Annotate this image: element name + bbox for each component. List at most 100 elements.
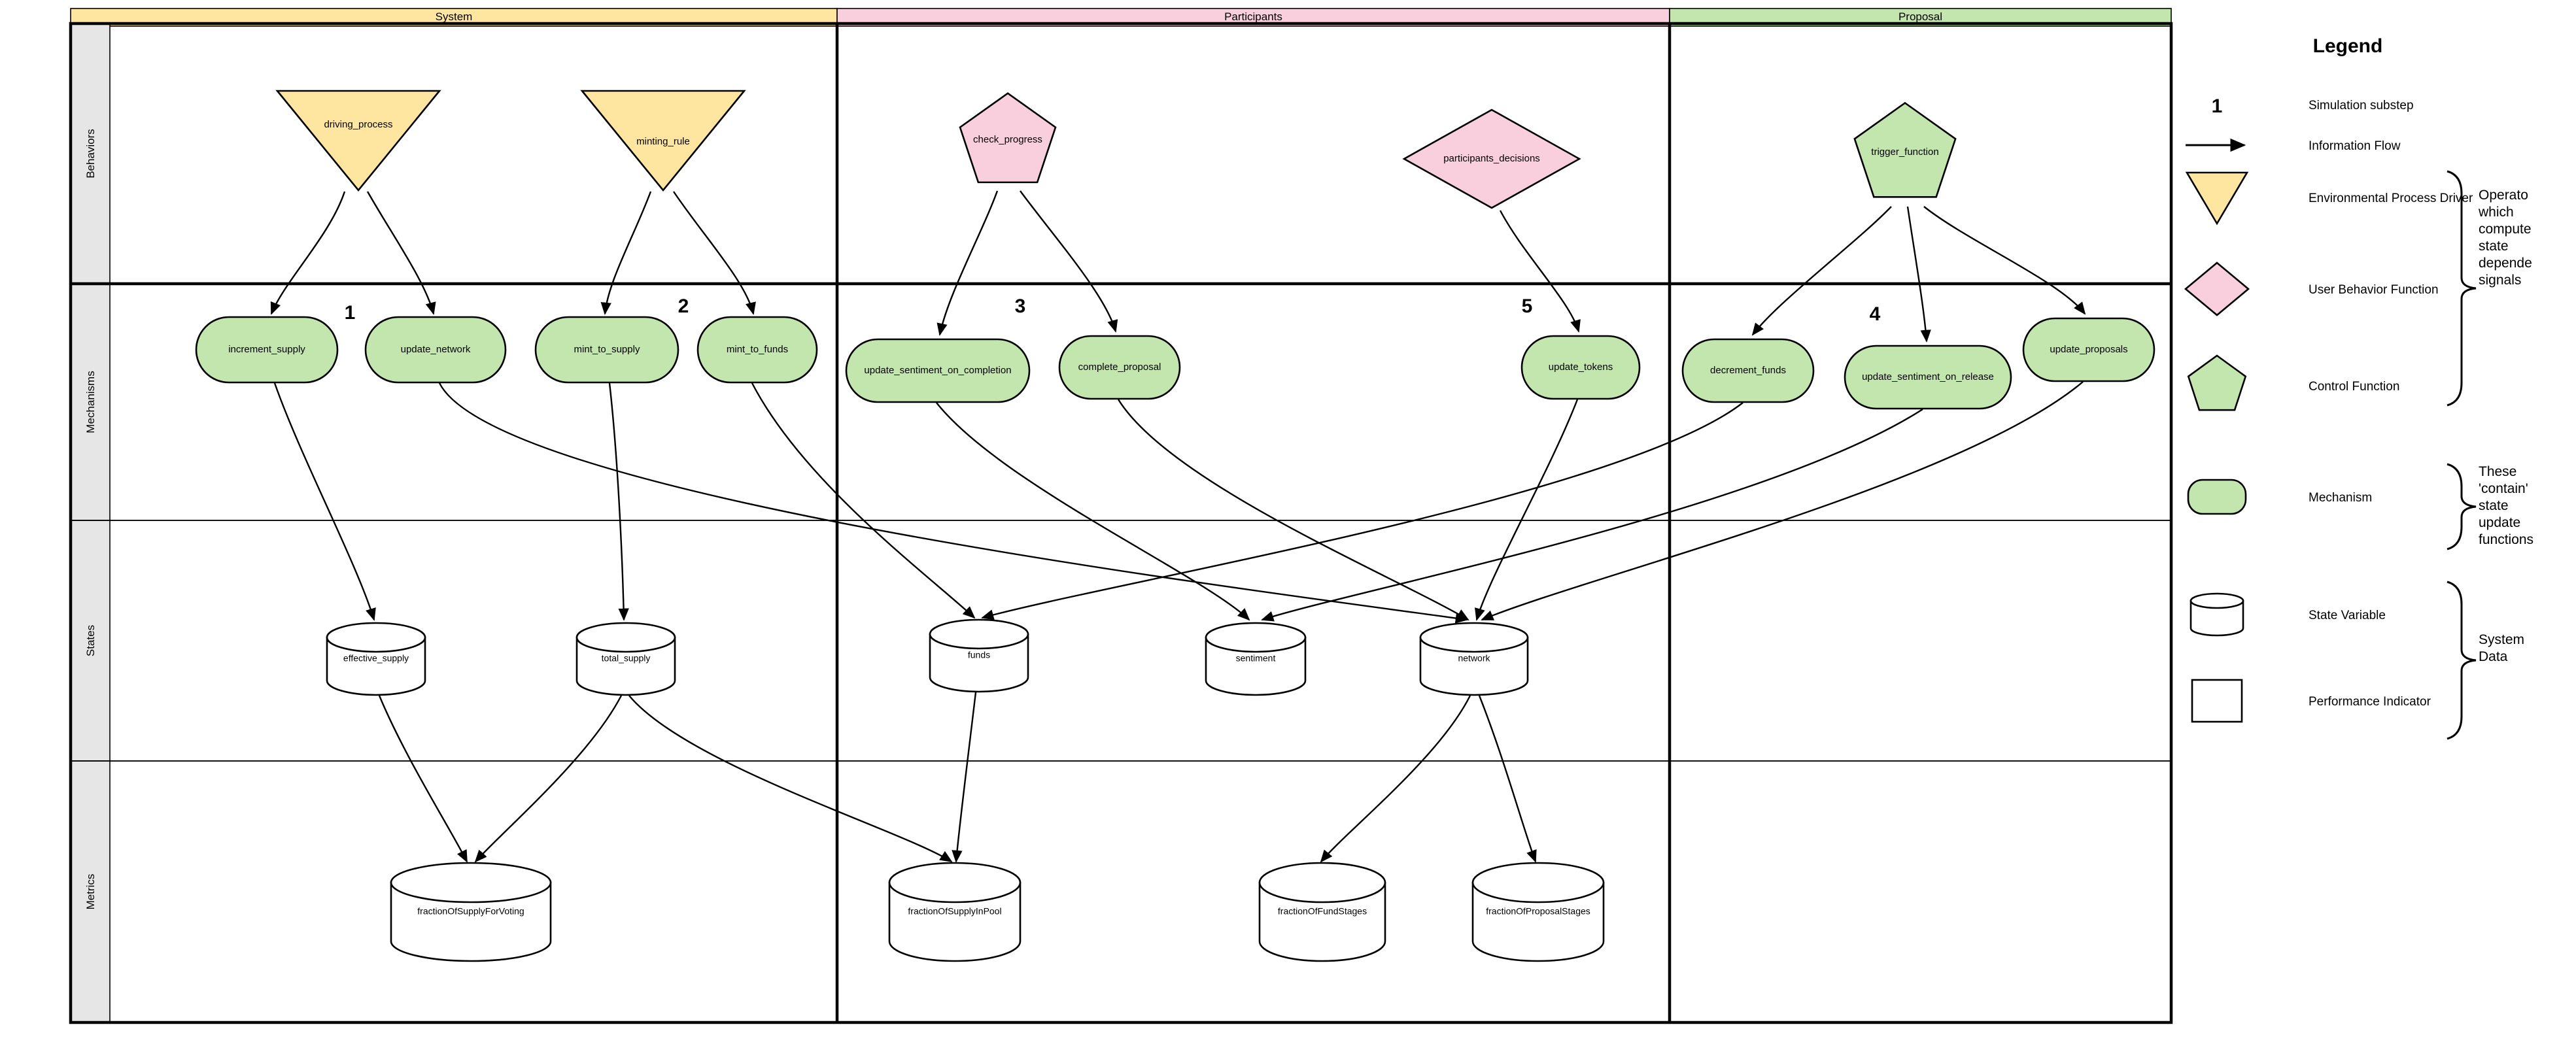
node-label: total_supply xyxy=(602,653,651,664)
cylinder-body xyxy=(1205,636,1307,696)
legend-item-label: Mechanism xyxy=(2309,491,2372,505)
cylinder-icon-body xyxy=(2190,599,2244,637)
mechanism-shape xyxy=(195,316,339,384)
row-label: Mechanisms xyxy=(84,371,97,433)
legend-item-env-driver: Environmental Process Driver xyxy=(2185,171,2473,226)
edge-participants_decisions-to-update_tokens xyxy=(1499,210,1581,333)
edge-total_supply-to-fractionOfSupplyForVoting xyxy=(474,695,623,863)
node-label: fractionOfProposalStages xyxy=(1486,906,1590,917)
mechanism-node-update_tokens[interactable]: update_tokens xyxy=(1520,335,1641,400)
legend-item-user-behavior: User Behavior Function xyxy=(2184,262,2439,316)
edge-total_supply-to-fractionOfSupplyInPool xyxy=(628,695,953,863)
legend-item-arrow: Information Flow xyxy=(2186,138,2401,153)
rect-icon xyxy=(2191,679,2243,723)
cylinder-icon-top xyxy=(2190,592,2244,609)
edge-driving_process-to-increment_supply xyxy=(270,191,346,315)
mechanism-shape xyxy=(1058,335,1181,400)
brace-label-line: depende xyxy=(2479,256,2532,271)
state-node-total_supply[interactable]: total_supply xyxy=(575,622,676,696)
cylinder-top xyxy=(1205,622,1307,653)
cylinder-body xyxy=(326,636,426,696)
mechanism-node-update_proposals[interactable]: update_proposals xyxy=(2022,317,2155,382)
behavior-node-check_progress[interactable]: check_progress xyxy=(959,92,1057,184)
triangle-down-shape xyxy=(275,90,441,192)
cylinder-body xyxy=(390,881,552,962)
legend-item-mechanism: Mechanism xyxy=(2187,479,2372,515)
diagram-frame xyxy=(69,22,2173,1024)
edge-layer xyxy=(270,190,2086,863)
behavior-node-minting_rule[interactable]: minting_rule xyxy=(580,90,746,192)
node-label: fractionOfSupplyForVoting xyxy=(417,906,524,917)
node-label: fractionOfFundStages xyxy=(1278,906,1367,917)
legend-item-label: State Variable xyxy=(2309,609,2386,622)
behavior-node-driving_process[interactable]: driving_process xyxy=(275,90,441,192)
mechanism-node-update_network[interactable]: update_network xyxy=(364,316,507,384)
mechanism-shape xyxy=(364,316,507,384)
cylinder-top xyxy=(1471,862,1605,903)
brace-label-line: Operato xyxy=(2479,188,2528,203)
behavior-node-participants_decisions[interactable]: participants_decisions xyxy=(1402,109,1581,209)
diamond-shape xyxy=(1402,109,1581,209)
legend-title: Legend xyxy=(2313,35,2383,57)
mechanism-node-update_sentiment_on_completion[interactable]: update_sentiment_on_completion xyxy=(845,338,1031,403)
mechanism-node-update_sentiment_on_release[interactable]: update_sentiment_on_release xyxy=(1844,345,2012,410)
mechanism-node-decrement_funds[interactable]: decrement_funds xyxy=(1681,338,1815,403)
edge-update_sentiment_on_completion-to-sentiment xyxy=(936,402,1250,621)
operators-brace-shape xyxy=(2447,170,2477,407)
brace-label-line: 'contain' xyxy=(2479,481,2528,496)
edge-update_sentiment_on_release-to-sentiment xyxy=(1261,408,1923,622)
metric-node-fractionOfSupplyForVoting[interactable]: fractionOfSupplyForVoting xyxy=(390,862,552,962)
cylinder-body xyxy=(575,636,676,696)
mechanism-brace-shape xyxy=(2447,463,2477,550)
mechanism-node-mint_to_supply[interactable]: mint_to_supply xyxy=(534,316,679,384)
state-node-effective_supply[interactable]: effective_supply xyxy=(326,622,426,696)
state-node-network[interactable]: network xyxy=(1419,622,1529,696)
edge-update_tokens-to-network xyxy=(1475,399,1579,621)
edge-funds-to-fractionOfSupplyInPool xyxy=(952,692,977,863)
edge-effective_supply-to-fractionOfSupplyForVoting xyxy=(378,695,468,863)
behavior-node-trigger_function[interactable]: trigger_function xyxy=(1853,101,1957,198)
state-node-funds[interactable]: funds xyxy=(929,618,1029,693)
cylinder-top xyxy=(326,622,426,653)
cylinder-top xyxy=(929,618,1029,650)
cylinder-top xyxy=(575,622,676,653)
edge-mint_to_supply-to-total_supply xyxy=(608,382,629,621)
edge-complete_proposal-to-network xyxy=(1117,399,1469,621)
legend-item-label: Performance Indicator xyxy=(2309,695,2431,709)
node-label: update_proposals xyxy=(2050,344,2127,355)
state-node-sentiment[interactable]: sentiment xyxy=(1205,622,1307,696)
mechanism-node-complete_proposal[interactable]: complete_proposal xyxy=(1058,335,1181,400)
brace-label-line: System xyxy=(2479,632,2524,647)
mechanism-node-increment_supply[interactable]: increment_supply xyxy=(195,316,339,384)
mechanism-shape xyxy=(534,316,679,384)
substep-number: 3 xyxy=(1015,295,1026,317)
node-label: minting_rule xyxy=(636,136,690,147)
legend-item-label: Environmental Process Driver xyxy=(2309,192,2473,205)
substep-number: 2 xyxy=(678,295,689,317)
mechanism-node-mint_to_funds[interactable]: mint_to_funds xyxy=(696,316,818,384)
brace-label-line: which xyxy=(2478,205,2514,220)
legend-item-label: User Behavior Function xyxy=(2309,283,2439,297)
substep-number: 5 xyxy=(1522,295,1533,317)
node-label: check_progress xyxy=(973,134,1042,145)
node-label: increment_supply xyxy=(228,344,305,355)
metric-node-fractionOfFundStages[interactable]: fractionOfFundStages xyxy=(1258,862,1386,962)
substep-number-icon: 1 xyxy=(2212,95,2223,117)
pentagon-shape xyxy=(1853,101,1957,198)
metric-node-fractionOfProposalStages[interactable]: fractionOfProposalStages xyxy=(1471,862,1605,962)
node-label: trigger_function xyxy=(1871,146,1938,158)
triangle-down-shape xyxy=(580,90,746,192)
row-label: States xyxy=(84,625,97,656)
node-label: mint_to_funds xyxy=(727,344,788,355)
brace-label-line: Data xyxy=(2479,649,2508,664)
metric-node-fractionOfSupplyInPool[interactable]: fractionOfSupplyInPool xyxy=(888,862,1022,962)
node-label: update_network xyxy=(401,344,471,355)
cylinder-body xyxy=(1419,636,1529,696)
edge-network-to-fractionOfFundStages xyxy=(1320,695,1471,863)
edge-check_progress-to-update_sentiment_on_completion xyxy=(936,190,999,336)
column-header-label: System xyxy=(436,10,473,23)
